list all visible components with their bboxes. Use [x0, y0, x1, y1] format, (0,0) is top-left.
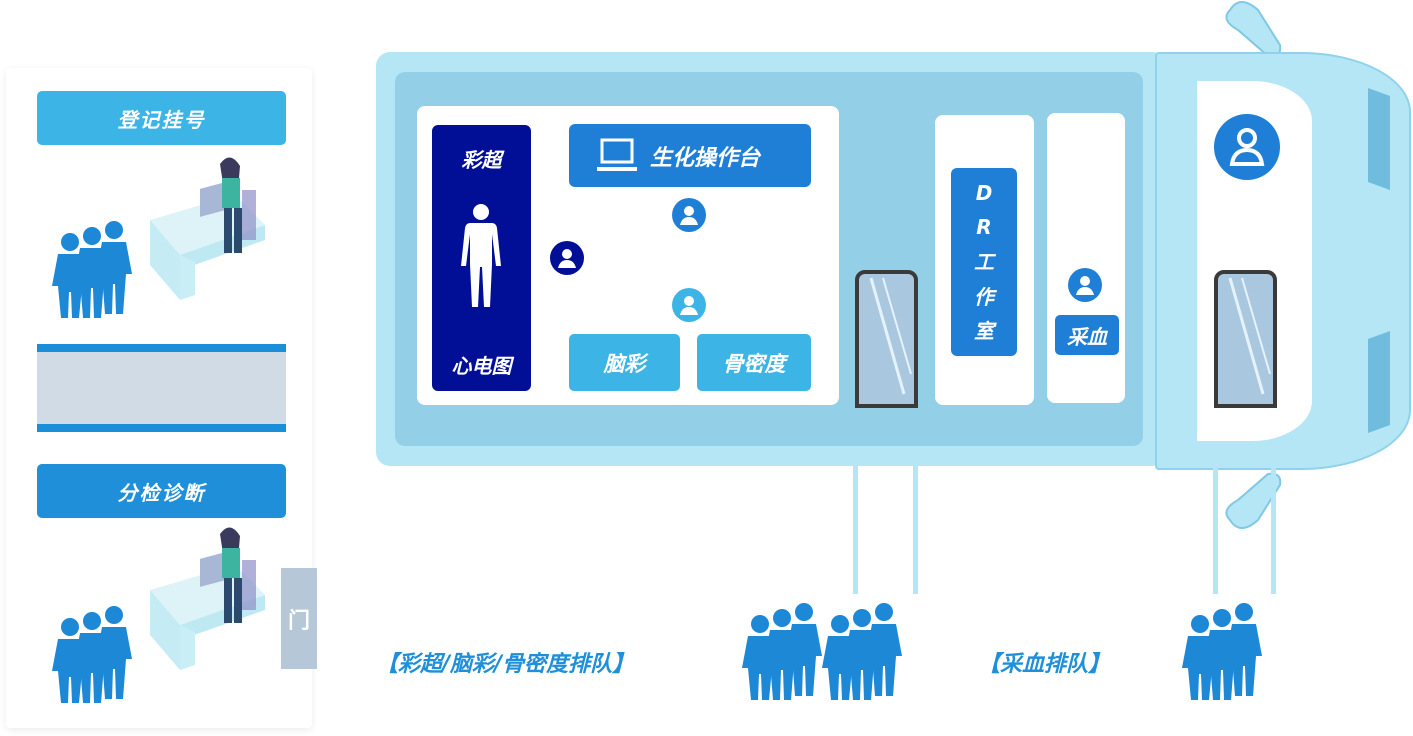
diagnosis-label: 分检诊断	[37, 464, 286, 518]
queue-lane-line	[853, 466, 858, 594]
blood-queue-label: 【采血排队】	[978, 652, 1111, 677]
dr-room-label: D R 工 作 室	[951, 168, 1017, 356]
blood-label: 采血	[1055, 315, 1119, 355]
people-group-icon	[52, 221, 132, 318]
doctor-illustration	[150, 527, 265, 670]
bone-density-label: 骨密度	[697, 334, 811, 391]
staff-icon	[672, 288, 706, 322]
staff-icon	[672, 198, 706, 232]
people-group-icon	[52, 606, 132, 703]
staff-icon	[550, 241, 584, 275]
queue-lane-line	[913, 466, 918, 594]
door-label: 门	[281, 568, 317, 669]
driver-icon	[1214, 114, 1280, 180]
queue-lane-line	[1213, 466, 1218, 594]
people-group-icon	[822, 603, 902, 700]
cab-window-bottom	[1368, 330, 1390, 434]
register-label: 登记挂号	[37, 91, 286, 145]
receptionist-illustration	[150, 157, 265, 300]
biochem-station	[569, 124, 811, 187]
divider-block	[37, 344, 286, 432]
ecg-label: 心电图	[451, 353, 512, 378]
vehicle-door-middle	[855, 270, 918, 408]
people-group-icon	[1182, 603, 1262, 700]
vehicle-door-front	[1214, 270, 1277, 408]
tcd-label: 脑彩	[569, 334, 680, 391]
ultrasound-queue-label: 【彩超/脑彩/骨密度排队】	[376, 652, 635, 677]
mirror-bottom	[1225, 472, 1282, 529]
laptop-icon	[597, 138, 637, 171]
ultrasound-label: 彩超	[461, 147, 502, 172]
queue-lane-line	[1271, 466, 1276, 594]
biochem-label: 生化操作台	[650, 145, 761, 171]
blood-room	[1047, 113, 1125, 403]
human-body-icon	[461, 204, 501, 307]
staff-icon	[1068, 268, 1102, 302]
people-group-icon	[742, 603, 822, 700]
cab-window-top	[1368, 87, 1390, 191]
